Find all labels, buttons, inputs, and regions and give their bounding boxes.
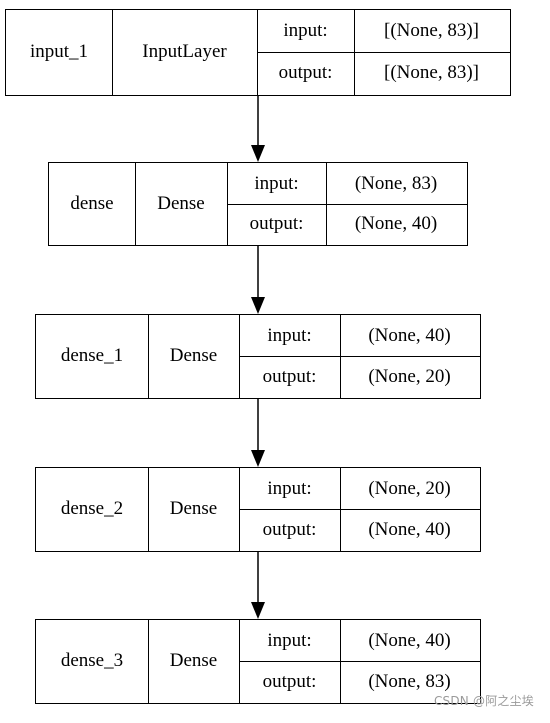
input-label: input: — [267, 477, 312, 499]
output-label: output: — [262, 365, 317, 387]
edge-dense-to-dense_1 — [251, 246, 265, 314]
node-type: Dense — [169, 650, 218, 671]
input-shape: (None, 40) — [368, 629, 451, 651]
input-shape: (None, 20) — [368, 477, 451, 499]
node-type: Dense — [169, 498, 218, 519]
input-label: input: — [254, 172, 299, 194]
node-name: dense — [70, 192, 114, 214]
node-type: Dense — [157, 192, 205, 214]
node-type: InputLayer — [142, 41, 227, 62]
watermark-text: CSDN @阿之尘埃 — [433, 694, 534, 708]
node-dense_1: dense_1 Dense input: output: (None, 40) … — [35, 314, 481, 399]
output-label: output: — [262, 670, 317, 692]
input-shape: (None, 40) — [368, 324, 451, 346]
edge-input_1-to-dense — [251, 96, 265, 162]
input-shape: [(None, 83)] — [384, 20, 479, 41]
output-shape: [(None, 83)] — [384, 62, 479, 83]
node-name: dense_1 — [60, 345, 124, 366]
edge-dense_1-to-dense_2 — [251, 399, 265, 467]
output-shape: (None, 40) — [368, 518, 451, 540]
edge-dense_2-to-dense_3 — [251, 552, 265, 619]
output-label: output: — [278, 62, 333, 83]
input-label: input: — [283, 20, 328, 41]
node-name: input_1 — [29, 41, 89, 62]
output-shape: (None, 20) — [368, 365, 451, 387]
node-type: Dense — [169, 345, 218, 366]
input-label: input: — [267, 629, 312, 651]
output-label: output: — [262, 518, 317, 540]
node-name: dense_2 — [60, 498, 124, 519]
node-input_1: input_1 InputLayer input: output: [(None… — [5, 9, 511, 96]
node-dense_3: dense_3 Dense input: output: (None, 40) … — [35, 619, 481, 704]
input-label: input: — [267, 324, 312, 346]
input-shape: (None, 83) — [354, 172, 438, 194]
node-dense: dense Dense input: output: (None, 83) (N… — [48, 162, 468, 246]
output-shape: (None, 83) — [368, 670, 451, 692]
output-shape: (None, 40) — [354, 213, 438, 234]
node-dense_2: dense_2 Dense input: output: (None, 20) … — [35, 467, 481, 552]
output-label: output: — [249, 213, 304, 234]
node-name: dense_3 — [60, 650, 124, 671]
